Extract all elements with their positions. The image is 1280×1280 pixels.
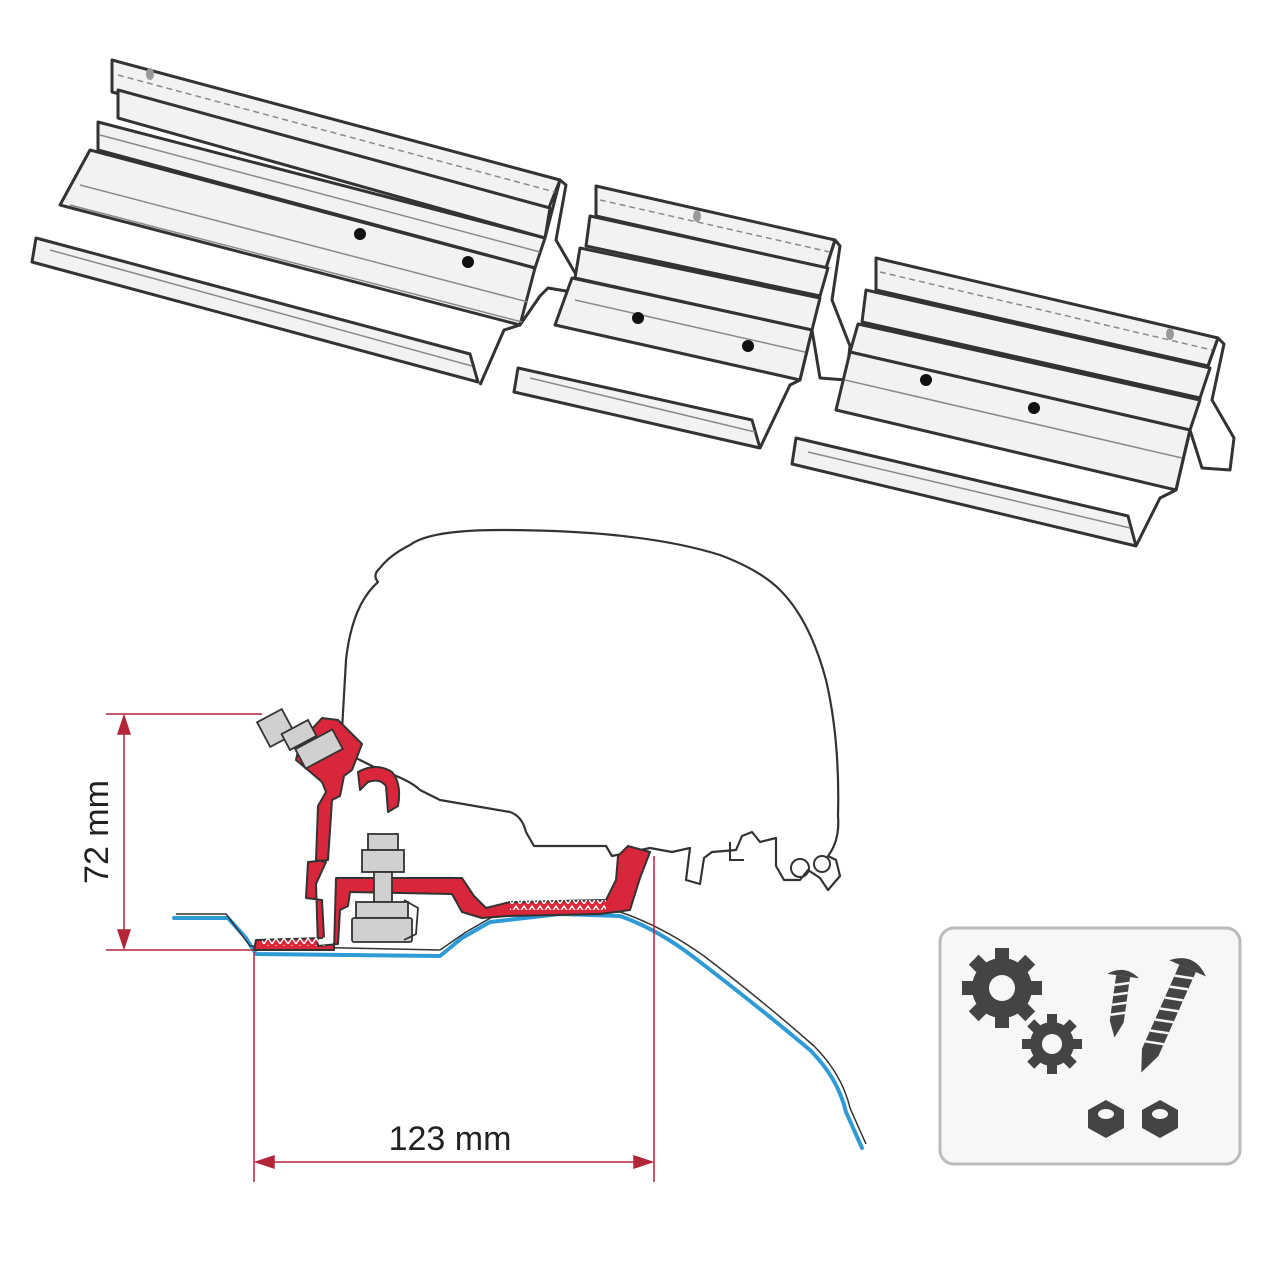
clamp-screw-hole xyxy=(693,210,701,222)
hex-nut-icon xyxy=(1142,1100,1178,1138)
long-screw-icon xyxy=(1141,958,1206,1073)
rail-right-detail-lines xyxy=(807,271,1213,529)
gear-icon xyxy=(962,948,1042,1028)
mounting-hole xyxy=(920,374,932,386)
rail-long xyxy=(30,58,580,386)
roof-outline-inner xyxy=(176,911,867,1145)
width-dimension-label: 123 mm xyxy=(389,1120,512,1158)
mounting-hole xyxy=(632,312,644,324)
screw-icon xyxy=(1107,969,1139,1038)
rail-long-detail-lines xyxy=(49,74,556,367)
rail-short-right xyxy=(790,256,1236,548)
awning-housing-outline xyxy=(340,528,842,892)
serrated-grip-strip xyxy=(510,900,606,910)
clamp-screw-hole xyxy=(1166,328,1174,340)
hex-nut-icon xyxy=(1088,1100,1124,1138)
serrated-grip-strip xyxy=(262,936,328,946)
adapter-profile xyxy=(253,717,651,951)
clamp-screw-hole xyxy=(146,68,154,80)
vehicle-roof-profile xyxy=(172,912,864,1150)
rail-short-middle xyxy=(512,184,852,450)
height-dimension-label: 72 mm xyxy=(78,780,116,884)
awning-end-profile-detail xyxy=(729,842,831,878)
height-dimension xyxy=(106,713,262,951)
mounting-hole xyxy=(354,228,366,240)
hardware-kit-panel xyxy=(938,926,1242,1166)
small-gear-icon xyxy=(1022,1014,1082,1074)
mounting-hole xyxy=(742,340,754,352)
rail-middle-detail-lines xyxy=(529,199,831,433)
width-dimension xyxy=(253,856,655,1182)
lower-clamp-bolt xyxy=(351,833,419,943)
upper-clamp-bolt xyxy=(255,707,344,770)
mounting-hole xyxy=(462,256,474,268)
mounting-hole xyxy=(1028,402,1040,414)
